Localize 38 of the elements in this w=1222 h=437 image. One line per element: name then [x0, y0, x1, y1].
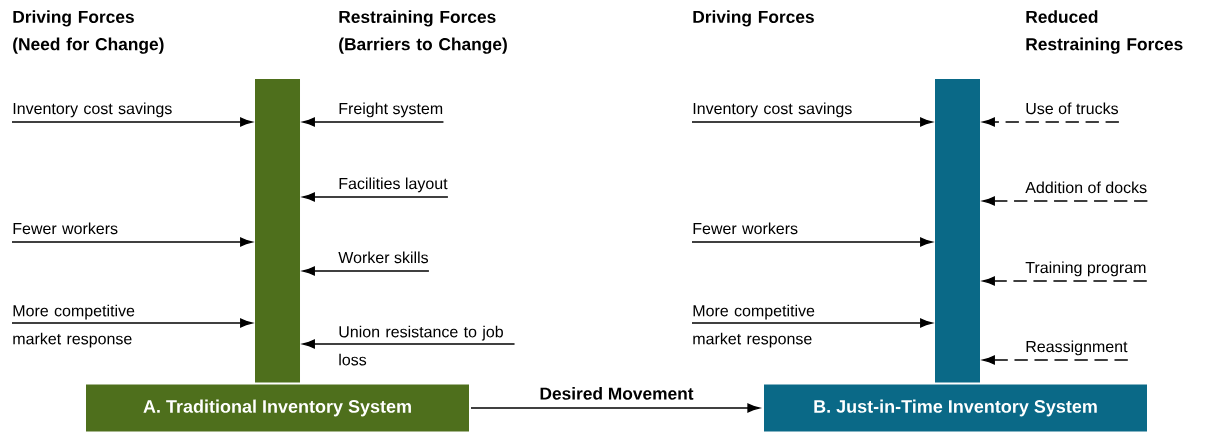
post-bar: [255, 79, 300, 385]
column-heading: Driving Forces (Need for Change): [13, 10, 164, 54]
force-label: Reassignment: [1026, 340, 1128, 356]
force-label: Use of trucks: [1026, 102, 1119, 115]
column-heading: Driving Forces: [693, 10, 814, 27]
arrow: [302, 117, 445, 127]
system-box: B. Just-in-Time Inventory System: [762, 382, 1149, 434]
arrow: [982, 117, 1120, 127]
force-label: Freight system: [339, 102, 443, 118]
column-heading: Restraining Forces (Barriers to Change): [339, 10, 507, 54]
force-label: Fewer workers: [693, 222, 798, 235]
force-label: Worker skills: [338, 251, 429, 264]
arrow: [302, 339, 516, 349]
arrow: [982, 355, 1129, 365]
arrow: [11, 237, 253, 247]
arrow: [470, 403, 760, 413]
force-label: Inventory cost savings: [13, 102, 172, 118]
force-label: More competitive market response: [13, 304, 135, 348]
edge-label: Desired Movement: [540, 387, 694, 400]
force-label: Fewer workers: [13, 222, 118, 235]
arrow: [691, 117, 933, 127]
system-box: A. Traditional Inventory System: [84, 382, 471, 434]
force-label: More competitive market response: [693, 304, 815, 348]
force-label: Inventory cost savings: [693, 102, 852, 118]
post-bar: [935, 79, 980, 385]
arrow: [691, 318, 933, 328]
arrow: [11, 318, 253, 328]
force-label: Union resistance to job loss: [339, 325, 503, 366]
arrow: [302, 266, 430, 276]
force-label: Addition of docks: [1025, 181, 1147, 194]
arrow: [302, 192, 449, 202]
force-label: Facilities layout: [339, 177, 448, 193]
column-heading: Reduced Restraining Forces: [1026, 10, 1183, 54]
arrow: [982, 276, 1148, 286]
arrow: [982, 196, 1149, 206]
arrow: [11, 117, 253, 127]
arrow: [691, 237, 933, 247]
force-label: Training program: [1025, 261, 1146, 277]
